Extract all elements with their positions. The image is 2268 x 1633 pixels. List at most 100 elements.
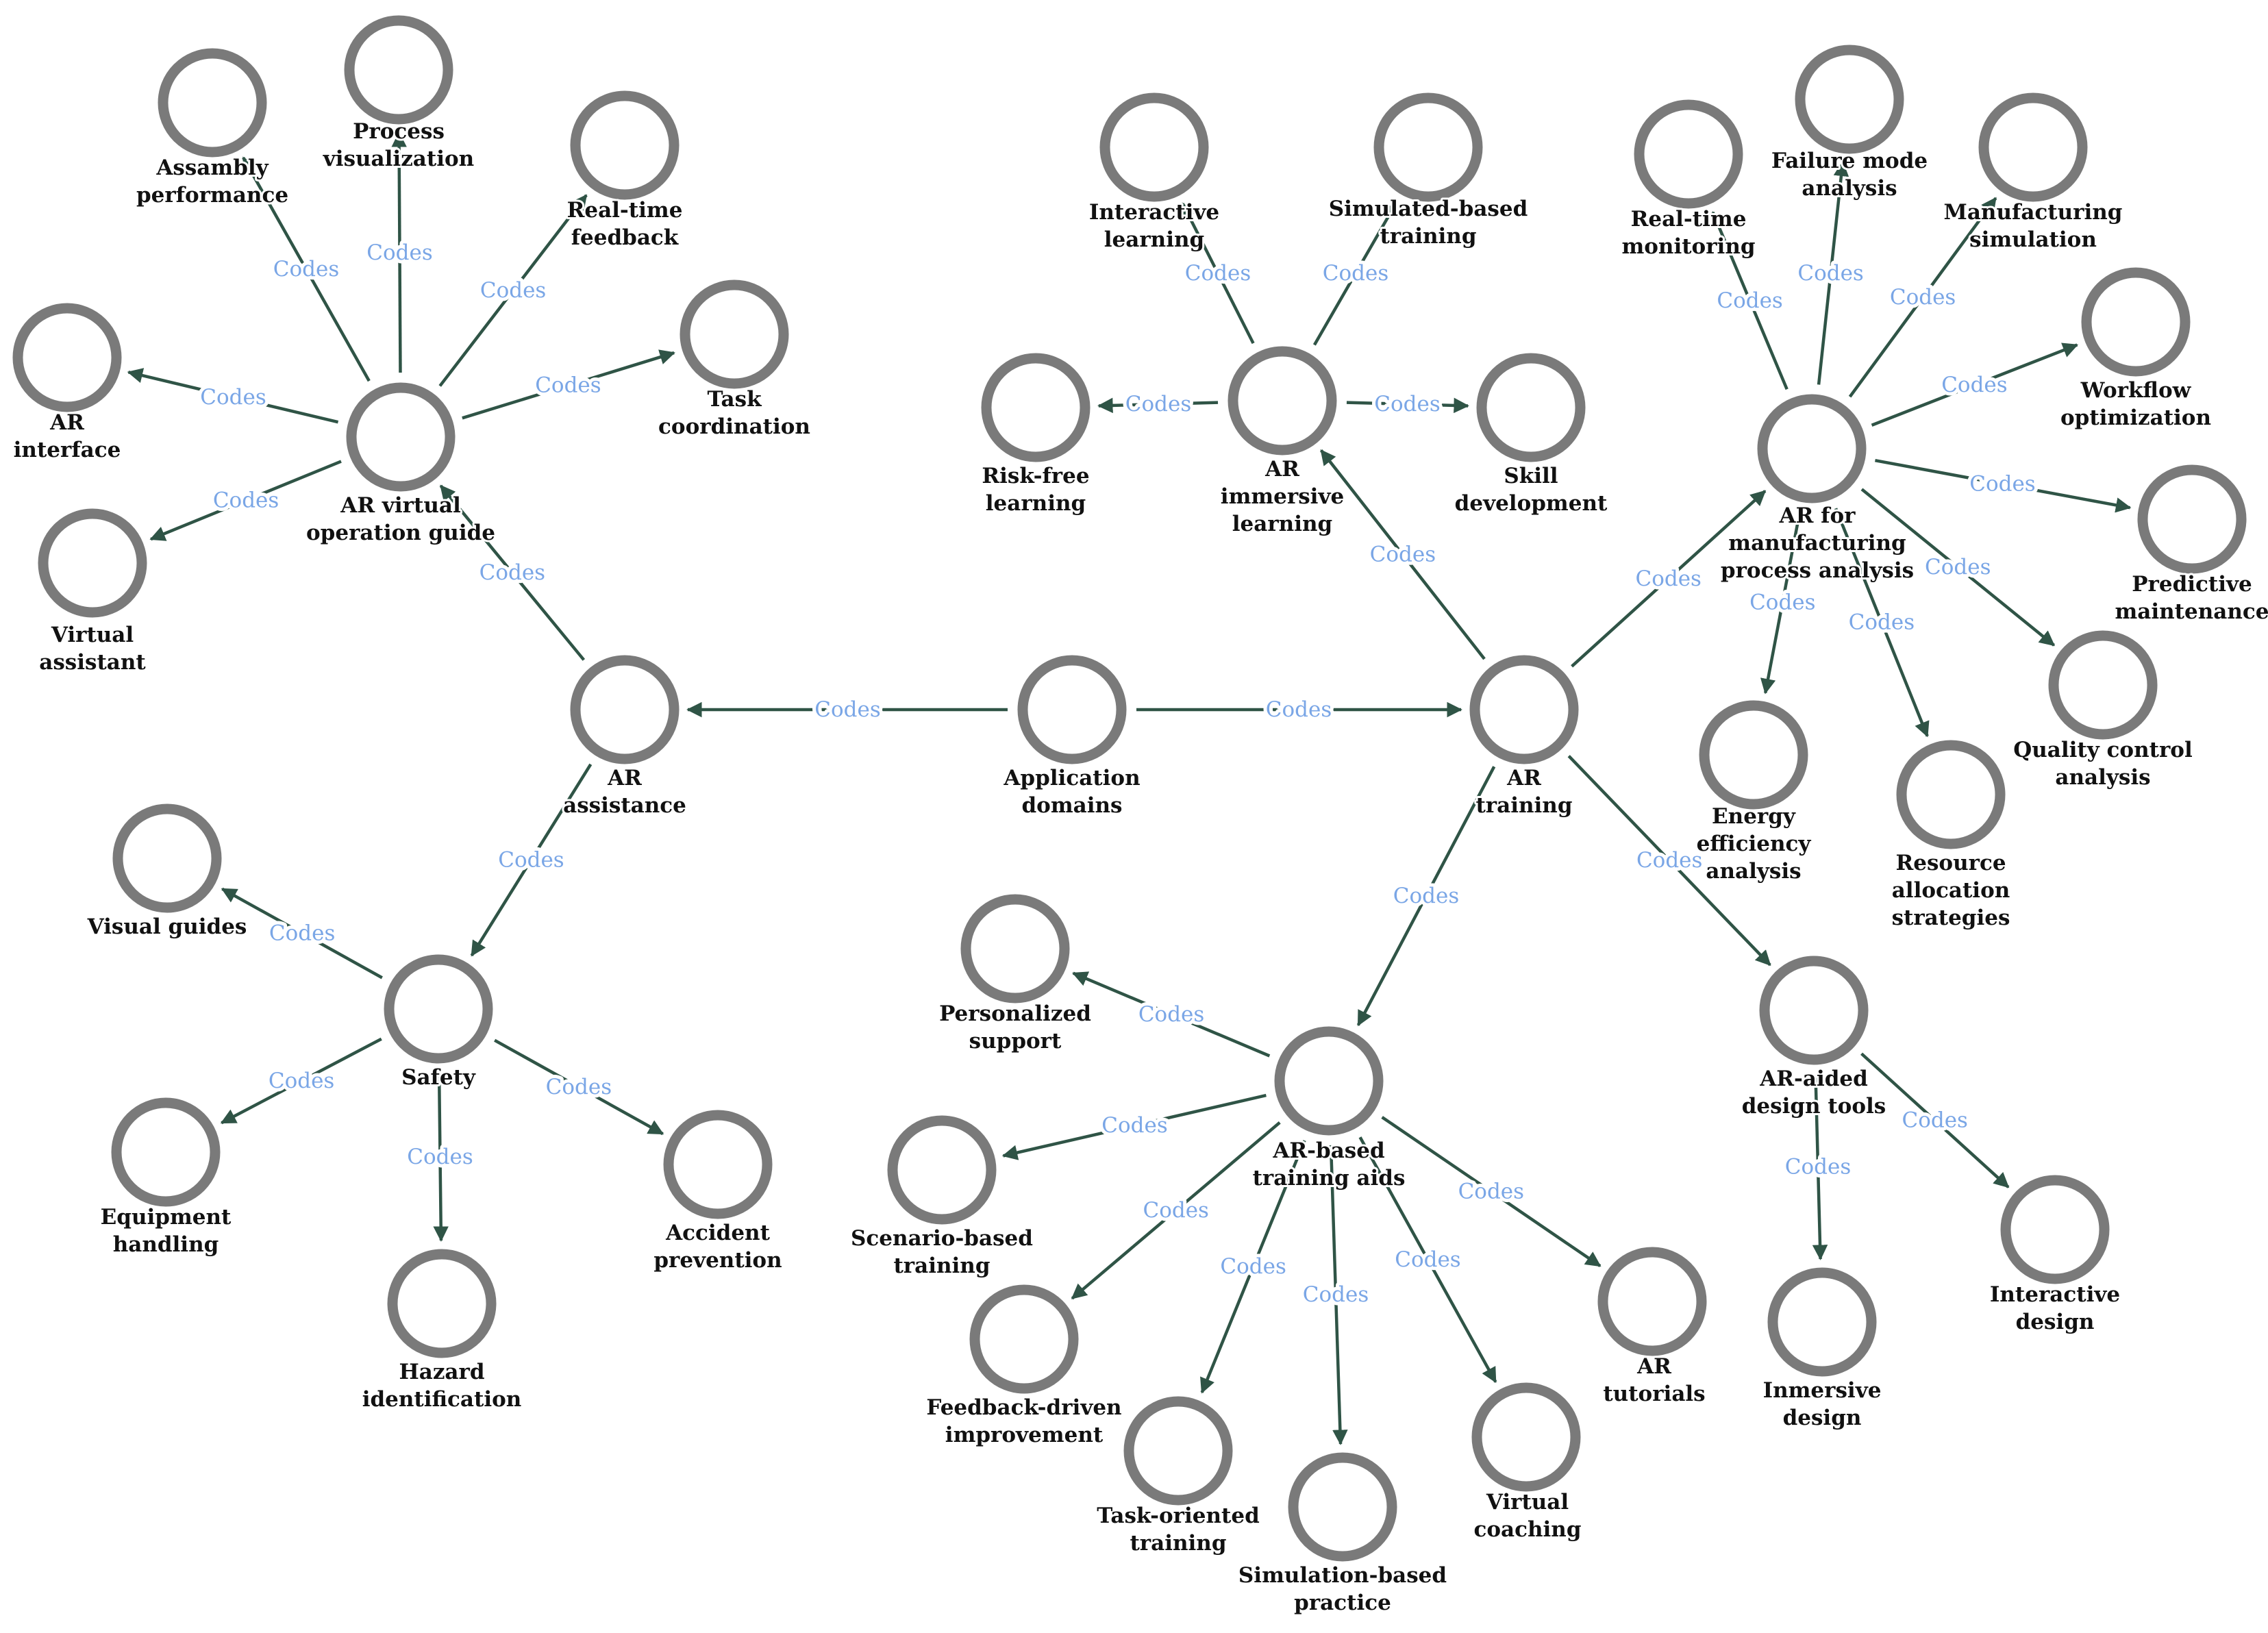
node-circle bbox=[663, 1110, 773, 1219]
edge-label: Codes bbox=[1138, 1002, 1204, 1027]
node-circle bbox=[1228, 346, 1337, 456]
node-label-line: AR bbox=[1506, 766, 1541, 790]
edge-arrow bbox=[1072, 971, 1271, 1058]
node-label-line: immersive bbox=[1221, 484, 1344, 509]
node-circle bbox=[2081, 267, 2191, 377]
node-label-line: identification bbox=[362, 1387, 522, 1412]
edge-arrow bbox=[438, 194, 588, 387]
node-label-line: AR bbox=[607, 766, 642, 790]
edge-ar-manufacturing-to-manufacturing-simulation: Codes bbox=[1848, 197, 1997, 398]
node-label-line: strategies bbox=[1892, 906, 2010, 930]
node-label-line: interface bbox=[14, 438, 121, 462]
node-circle bbox=[887, 1115, 997, 1225]
edge-ar-virtual-operation-guide-to-process-visualization: Codes bbox=[363, 132, 436, 373]
edge-label: Codes bbox=[535, 373, 601, 398]
edge-label: Codes bbox=[1323, 261, 1388, 286]
edge-arrow bbox=[1812, 1074, 1828, 1260]
node-circle bbox=[1795, 45, 1904, 154]
node-label-line: Workflow bbox=[2080, 378, 2192, 403]
node-label-line: Simulation-based bbox=[1238, 1563, 1447, 1588]
edge-arrow bbox=[1319, 449, 1486, 660]
node-label-line: Interactive bbox=[1089, 200, 1219, 225]
node-circle bbox=[1471, 1382, 1581, 1492]
node-label-line: AR-based bbox=[1272, 1138, 1384, 1163]
node-label-line: Failure mode bbox=[1771, 149, 1928, 173]
edge-ar-virtual-operation-guide-to-virtual-assistant: Codes bbox=[149, 460, 342, 541]
node-label-line: process analysis bbox=[1721, 558, 1914, 583]
edge-label: Codes bbox=[273, 257, 339, 282]
edge-ar-immersive-learning-to-interactive-learning: Codes bbox=[1181, 202, 1255, 345]
edge-arrow bbox=[1181, 202, 1255, 345]
edge-ar-virtual-operation-guide-to-ar-interface: Codes bbox=[127, 368, 339, 424]
node-label-line: AR bbox=[49, 410, 84, 435]
node-simulation-based-practice: Simulation-based practice bbox=[1236, 1452, 1449, 1617]
edge-label: Codes bbox=[1635, 566, 1701, 591]
edge-arrow bbox=[1711, 211, 1789, 390]
edge-arrow bbox=[1356, 766, 1496, 1027]
edge-arrow bbox=[221, 887, 383, 980]
edge-label: Codes bbox=[1125, 392, 1191, 416]
edge-ar-training-to-ar-immersive-learning: Codes bbox=[1319, 449, 1486, 660]
node-label: Safety bbox=[401, 1065, 476, 1090]
edge-arrow bbox=[1760, 511, 1802, 695]
edge-label: Codes bbox=[1925, 555, 1991, 579]
edge-arrow bbox=[494, 1038, 664, 1136]
edge-arrow bbox=[1381, 1116, 1602, 1268]
node-circle bbox=[1597, 1247, 1707, 1356]
node-circle bbox=[1288, 1452, 1397, 1562]
node-label: Visual guides bbox=[87, 914, 247, 939]
edge-arrow bbox=[1097, 397, 1219, 414]
edge-label: Codes bbox=[1370, 543, 1436, 567]
edge-label: Codes bbox=[1969, 472, 2035, 497]
edge-ar-virtual-operation-guide-to-task-coordination: Codes bbox=[462, 349, 675, 420]
node-circle bbox=[680, 279, 789, 389]
edge-ar-based-training-aids-to-scenario-based-training: Codes bbox=[1001, 1093, 1267, 1160]
edge-label: Codes bbox=[1220, 1254, 1286, 1279]
edge-ar-manufacturing-to-energy-efficiency: Codes bbox=[1746, 511, 1819, 695]
node-label-line: design bbox=[2016, 1310, 2095, 1334]
node-label-line: efficiency bbox=[1697, 832, 1812, 856]
edge-safety-to-equipment-handling: Codes bbox=[220, 1037, 382, 1125]
node-label-line: learning bbox=[1104, 227, 1204, 252]
node-label-line: practice bbox=[1294, 1591, 1391, 1615]
edge-ar-manufacturing-to-resource-allocation: Codes bbox=[1834, 508, 1930, 738]
edge-arrow bbox=[1817, 160, 1849, 385]
node-label-line: Assambly bbox=[155, 155, 269, 180]
edge-ar-training-to-ar-manufacturing: Codes bbox=[1571, 490, 1767, 668]
node-circle bbox=[1757, 394, 1867, 503]
edge-label: Codes bbox=[1902, 1108, 1967, 1133]
edge-label: Codes bbox=[1266, 697, 1332, 722]
edge-ar-immersive-learning-to-skill-development: Codes bbox=[1346, 388, 1469, 420]
node-label-line: training bbox=[893, 1254, 990, 1278]
node-visual-guides: Visual guides bbox=[85, 803, 249, 941]
node-label-line: training bbox=[1130, 1531, 1226, 1556]
edge-arrow bbox=[1848, 197, 1997, 398]
edge-arrow bbox=[470, 763, 593, 957]
edge-arrow bbox=[1571, 490, 1767, 668]
node-circle bbox=[38, 508, 147, 618]
node-circle bbox=[111, 1097, 221, 1207]
node-label-line: prevention bbox=[653, 1248, 782, 1273]
